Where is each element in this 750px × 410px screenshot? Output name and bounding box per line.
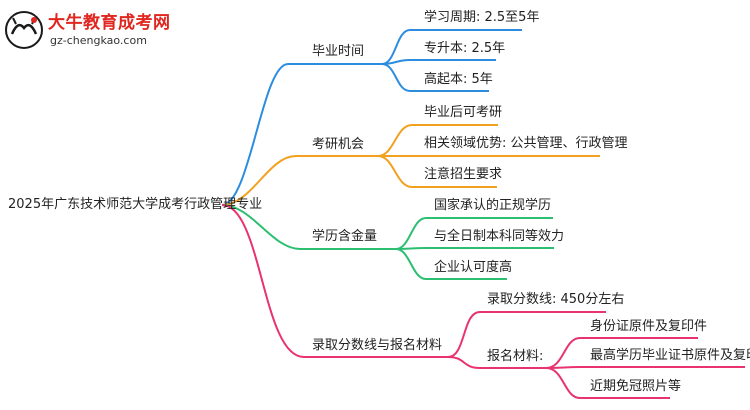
bull-logo-icon (5, 11, 43, 49)
node-admission-score: 录取分数线: 450分左右 (487, 292, 625, 307)
branch-degree-value: 学历含金量 (312, 229, 378, 244)
branch-graduation-time: 毕业时间 (312, 44, 365, 59)
node-photo: 近期免冠照片等 (590, 379, 682, 394)
node-application-materials: 报名材料: (487, 349, 544, 364)
branch-score-and-materials: 录取分数线与报名材料 (312, 338, 443, 353)
branch-postgrad-opportunity: 考研机会 (312, 137, 365, 152)
node-field-advantage: 相关领域优势: 公共管理、行政管理 (424, 136, 628, 151)
node-gqb-duration: 高起本: 5年 (424, 72, 493, 87)
node-state-recognized: 国家承认的正规学历 (434, 198, 552, 213)
node-id-card: 身份证原件及复印件 (590, 319, 708, 334)
node-study-period: 学习周期: 2.5至5年 (424, 10, 540, 25)
site-logo[interactable]: 大牛教育成考网 gz-chengkao.com (4, 6, 194, 54)
logo-url: gz-chengkao.com (50, 34, 147, 47)
mindmap-root: 2025年广东技术师范大学成考行政管理专业 (8, 197, 263, 212)
node-can-take-postgrad: 毕业后可考研 (424, 105, 503, 120)
logo-title: 大牛教育成考网 (48, 13, 171, 33)
node-diploma: 最高学历毕业证书原件及复印件 (590, 348, 750, 363)
node-equal-validity: 与全日制本科同等效力 (434, 229, 565, 244)
node-employer-recognition: 企业认可度高 (434, 260, 513, 275)
node-admission-requirements: 注意招生要求 (424, 167, 503, 182)
node-zsb-duration: 专升本: 2.5年 (424, 41, 506, 56)
